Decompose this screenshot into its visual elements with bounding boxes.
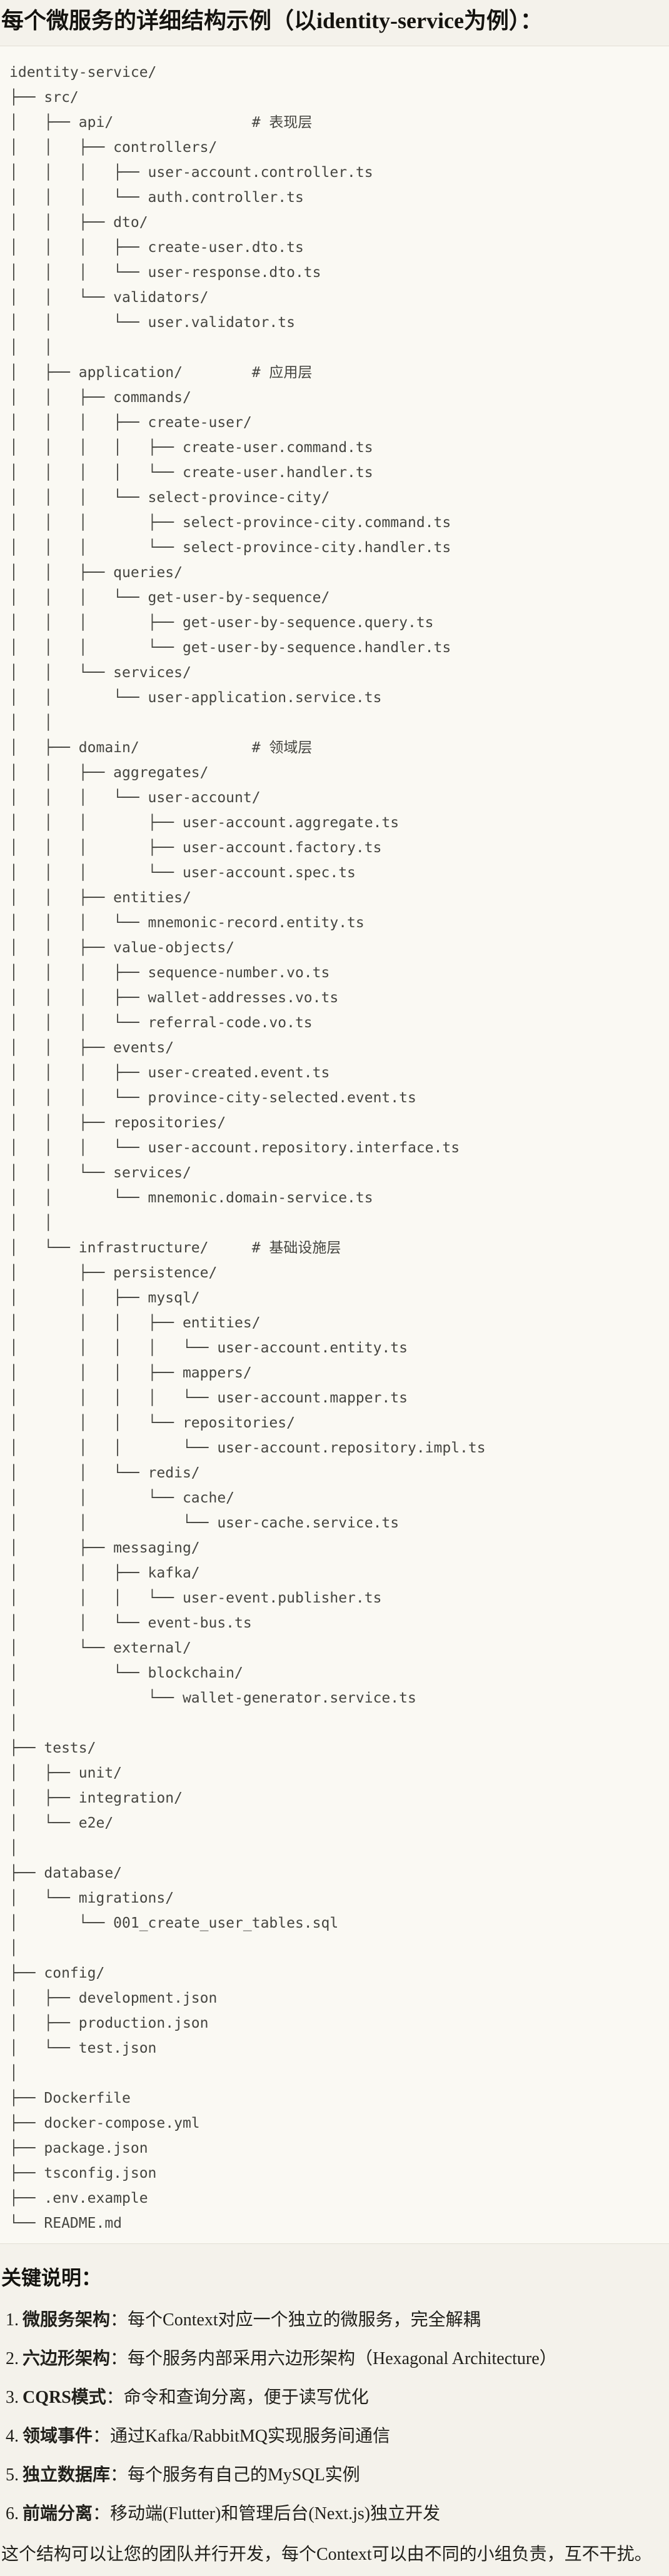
list-item-text: ：命令和查询分离，便于读写优化	[106, 2388, 369, 2408]
list-item: 2.六边形架构：每个服务内部采用六边形架构（Hexagonal Architec…	[1, 2346, 665, 2372]
list-item-number: 5.	[6, 2465, 19, 2485]
key-notes-section: 关键说明： 1.微服务架构：每个Context对应一个独立的微服务，完全解耦 2.…	[0, 2265, 669, 2576]
list-item: 5.独立数据库：每个服务有自己的MySQL实例	[1, 2462, 665, 2488]
list-item-number: 3.	[6, 2388, 19, 2408]
directory-tree: identity-service/ ├── src/ │ ├── api/ # …	[9, 64, 486, 2231]
list-item: 3.CQRS模式：命令和查询分离，便于读写优化	[1, 2385, 665, 2411]
page-title: 每个微服务的详细结构示例（以identity-service为例）：	[1, 8, 543, 33]
list-item-number: 1.	[6, 2310, 19, 2330]
list-item: 4.领域事件：通过Kafka/RabbitMQ实现服务间通信	[1, 2423, 665, 2450]
list-item-label: 微服务架构	[23, 2310, 111, 2330]
closing-paragraph: 这个结构可以让您的团队并行开发，每个Context可以由不同的小组负责，互不干扰…	[1, 2545, 652, 2565]
code-block: identity-service/ ├── src/ │ ├── api/ # …	[0, 45, 669, 2244]
list-item-text: ：每个服务有自己的MySQL实例	[110, 2465, 360, 2485]
list-item-label: 独立数据库	[23, 2465, 111, 2485]
list-item-label: CQRS模式	[23, 2388, 106, 2408]
list-item-label: 六边形架构	[23, 2349, 111, 2369]
list-item-number: 6.	[6, 2504, 19, 2524]
list-item-text: ：移动端(Flutter)和管理后台(Next.js)独立开发	[93, 2504, 441, 2524]
list-item-number: 4.	[6, 2427, 19, 2447]
list-item-label: 前端分离	[23, 2504, 93, 2524]
list-item-text: ：通过Kafka/RabbitMQ实现服务间通信	[93, 2427, 390, 2447]
list-item: 1.微服务架构：每个Context对应一个独立的微服务，完全解耦	[1, 2307, 665, 2333]
list-item-number: 2.	[6, 2349, 19, 2369]
list-item-label: 领域事件	[23, 2427, 93, 2447]
notes-heading: 关键说明：	[1, 2266, 102, 2289]
list-item-text: ：每个服务内部采用六边形架构（Hexagonal Architecture）	[110, 2349, 557, 2369]
list-item-text: ：每个Context对应一个独立的微服务，完全解耦	[110, 2310, 481, 2330]
list-item: 6.前端分离：移动端(Flutter)和管理后台(Next.js)独立开发	[1, 2501, 665, 2527]
